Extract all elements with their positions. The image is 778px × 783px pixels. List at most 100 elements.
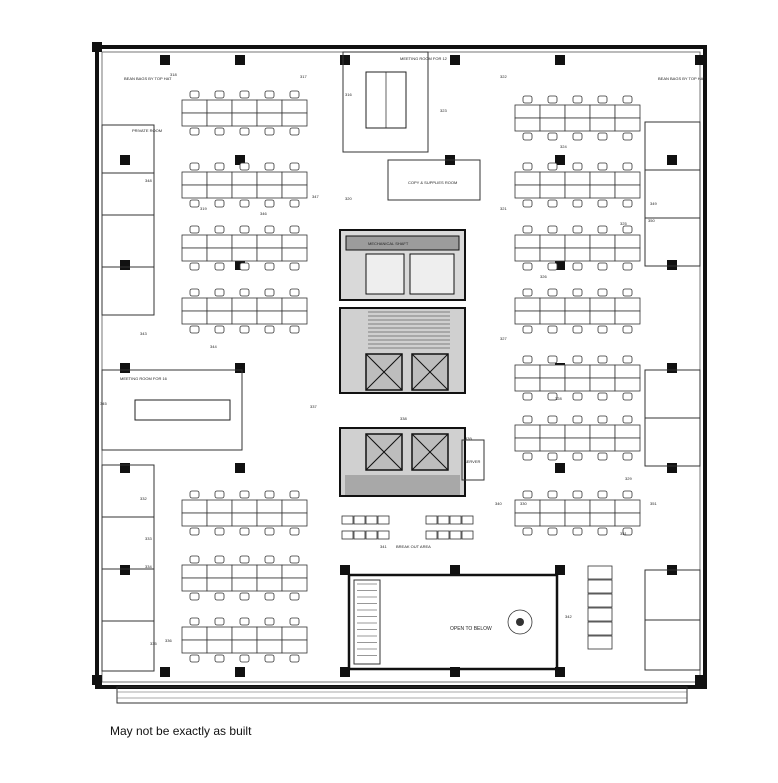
desk-cluster: [514, 225, 641, 271]
room-number: 351: [650, 501, 657, 506]
meeting-room-16: MEETING ROOM FOR 16: [101, 369, 243, 451]
desk-cluster: [181, 555, 308, 601]
mech-shaft-label: MECHANICAL SHAFT: [368, 241, 409, 246]
room-number: 350: [648, 218, 655, 223]
caption: May not be exactly as built: [110, 724, 252, 738]
room-number: 318: [170, 72, 177, 77]
desk-clusters: [181, 90, 641, 663]
room-number: 328: [555, 396, 562, 401]
pillar: [160, 55, 170, 65]
desk-cluster: [514, 95, 641, 141]
pillar: [555, 463, 565, 473]
pillar: [92, 42, 102, 52]
room-number: 322: [500, 74, 507, 79]
break-out-area: BREAK OUT AREA: [396, 544, 431, 549]
pillar: [555, 55, 565, 65]
pillar: [340, 667, 350, 677]
pillar: [450, 565, 460, 575]
bench-desk: [587, 635, 613, 650]
bench-desk: [587, 593, 613, 608]
pillar: [555, 260, 565, 270]
room-number: 333: [145, 536, 152, 541]
pillar: [120, 363, 130, 373]
room-number: 340: [495, 501, 502, 506]
pillar: [450, 55, 460, 65]
room-number: 337: [310, 404, 317, 409]
room-number: 332: [140, 496, 147, 501]
room-number: 323: [440, 108, 447, 113]
room-number: 349: [650, 201, 657, 206]
room-number: 335: [150, 641, 157, 646]
pillar: [120, 565, 130, 575]
pillar: [92, 675, 102, 685]
room-number: 326: [540, 274, 547, 279]
meeting-room-12: MEETING ROOM FOR 12: [342, 51, 448, 153]
pillar: [235, 363, 245, 373]
room-number: 320: [345, 196, 352, 201]
breakout-table: [341, 515, 390, 540]
desk-cluster: [514, 162, 641, 208]
room-number: 324: [560, 144, 567, 149]
desk-cluster: [514, 288, 641, 334]
room-number: 316: [345, 92, 352, 97]
breakout-table: [425, 515, 474, 540]
room-number: 330: [520, 501, 527, 506]
meeting-top-label: MEETING ROOM FOR 12: [400, 56, 448, 61]
server-room: SERVER: [461, 439, 485, 481]
pillar: [450, 667, 460, 677]
copy-room: COPY & SUPPLIES ROOM: [387, 159, 481, 201]
bottom-ledge: [116, 686, 688, 704]
pillar: [235, 463, 245, 473]
room-number: 336: [165, 638, 172, 643]
private-rooms-right: BEAN BAGS BY TOP HAT: [644, 76, 706, 671]
room-number: 338: [400, 416, 407, 421]
room-number: 343: [140, 331, 147, 336]
pillar: [235, 55, 245, 65]
bench-desk: [587, 607, 613, 622]
copy-room-label: COPY & SUPPLIES ROOM: [408, 180, 457, 185]
pillar: [340, 55, 350, 65]
desk-cluster: [514, 415, 641, 461]
room-number: 339: [465, 436, 472, 441]
pillar: [695, 55, 705, 65]
pillar: [667, 363, 677, 373]
pillar: [667, 155, 677, 165]
bench-desk: [587, 579, 613, 594]
room-number: 325: [620, 221, 627, 226]
desk-cluster: [514, 490, 641, 536]
room-number: 346: [260, 211, 267, 216]
room-number: 344: [210, 344, 217, 349]
pillar: [120, 260, 130, 270]
pillar: [555, 155, 565, 165]
pillar: [235, 667, 245, 677]
desk-cluster: [181, 90, 308, 136]
desk-cluster: [181, 162, 308, 208]
desk-cluster: [181, 288, 308, 334]
open-below-label: OPEN TO BELOW: [450, 626, 492, 632]
room-number: 342: [565, 614, 572, 619]
pillar: [160, 667, 170, 677]
pillar: [235, 155, 245, 165]
pillar: [120, 463, 130, 473]
room-number: 317: [300, 74, 307, 79]
bench-desk: [587, 565, 613, 580]
pillars: [92, 42, 705, 685]
desk-cluster: [181, 490, 308, 536]
room-number: 327: [500, 336, 507, 341]
core-stairs: [345, 311, 460, 495]
room-number: 347: [312, 194, 319, 199]
break-out-label: BREAK OUT AREA: [396, 544, 431, 549]
room-number: 341: [380, 544, 387, 549]
building-core: MECHANICAL SHAFT: [339, 229, 466, 497]
meeting-left-label: MEETING ROOM FOR 16: [120, 376, 168, 381]
pillar: [555, 667, 565, 677]
room-number: 348: [145, 178, 152, 183]
private-rooms-left: PRIVATE ROOM BEAN BAGS BY TOP HAT: [101, 76, 172, 672]
pillar: [120, 155, 130, 165]
private-room-label: PRIVATE ROOM: [132, 128, 162, 133]
bench-desk: [587, 621, 613, 636]
pillar: [340, 565, 350, 575]
bean-bags-left-label: BEAN BAGS BY TOP HAT: [124, 76, 172, 81]
